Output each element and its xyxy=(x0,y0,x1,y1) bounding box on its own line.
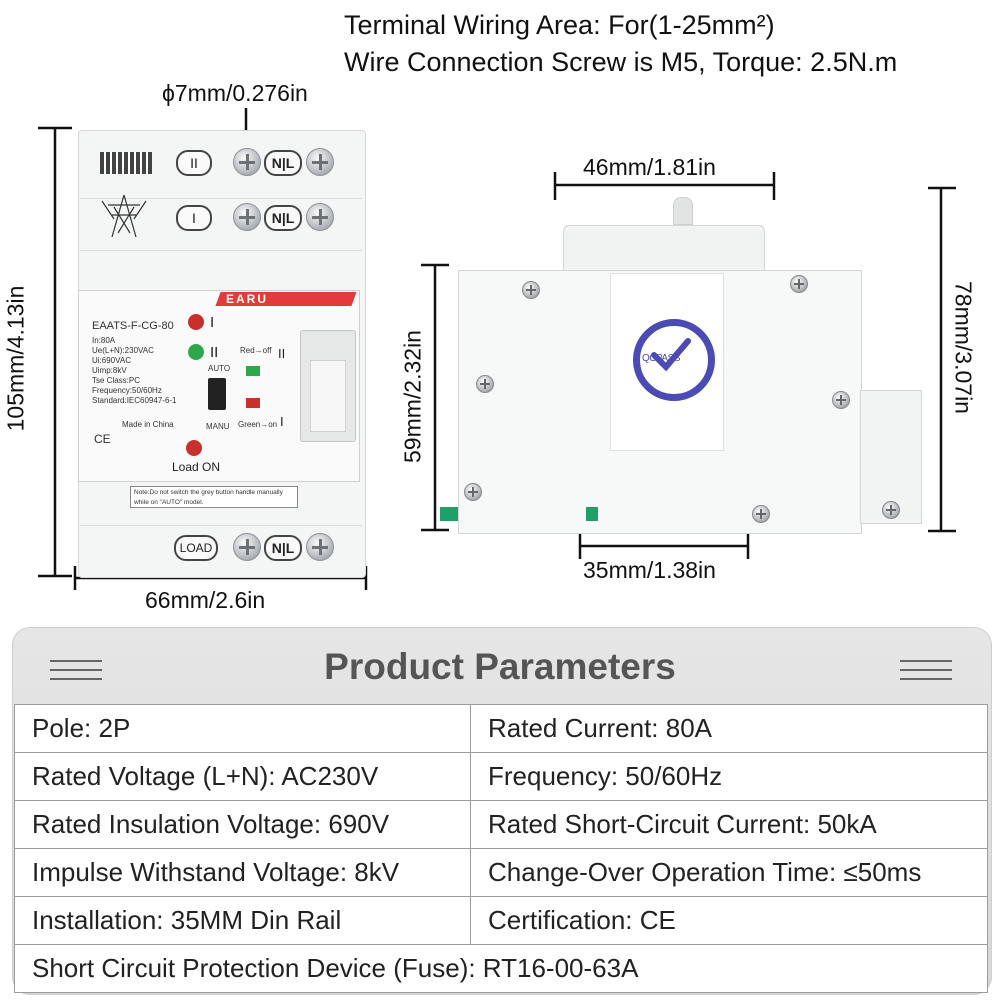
terminal-screw-icon[interactable] xyxy=(306,203,334,231)
made-in-label: Made in China xyxy=(122,420,174,429)
checkmark-icon xyxy=(651,338,691,372)
param-cell: Rated Voltage (L+N): AC230V xyxy=(14,752,471,801)
terminal-screw-icon[interactable] xyxy=(233,533,261,561)
param-cell: Rated Insulation Voltage: 690V xyxy=(14,800,471,849)
power-tower-icon xyxy=(101,194,147,238)
status-window-red xyxy=(246,398,260,408)
param-cell: Pole: 2P xyxy=(14,704,471,753)
side-screw-icon xyxy=(832,391,850,409)
parameters-title: Product Parameters xyxy=(324,646,676,687)
load-terminal-label: LOAD xyxy=(174,535,218,561)
terminal-screw-icon[interactable] xyxy=(233,148,261,176)
table-row: Rated Voltage (L+N): AC230V Frequency: 5… xyxy=(14,752,988,801)
side-top-width-label: 46mm/1.81in xyxy=(583,154,716,180)
nl-label: N|L xyxy=(264,535,302,561)
side-screw-icon xyxy=(790,275,808,293)
param-cell: Frequency: 50/60Hz xyxy=(470,752,988,801)
rail-clip-green[interactable] xyxy=(440,507,458,521)
param-cell: Rated Current: 80A xyxy=(470,704,988,753)
param-cell: Impulse Withstand Voltage: 8kV xyxy=(14,848,471,897)
side-screw-icon xyxy=(476,375,494,393)
nl-label: N|L xyxy=(264,150,302,176)
lever-top-label: II xyxy=(278,346,286,361)
warning-note: Note:Do not switch the grey button handl… xyxy=(130,486,298,508)
spec-list: In:80A Ue(L+N):230VAC Ui:690VAC Uimp:8kV… xyxy=(92,336,177,405)
brand-logo: EARU xyxy=(226,292,269,306)
side-screw-icon xyxy=(752,505,770,523)
front-height-label: 105mm/4.13in xyxy=(2,285,29,432)
menu-lines-icon xyxy=(900,660,952,680)
side-screw-icon xyxy=(882,501,900,519)
nl-label: N|L xyxy=(264,205,302,231)
side-total-height-label: 78mm/3.07in xyxy=(950,281,977,414)
red-off-label: Red→off xyxy=(240,346,272,355)
load-on-label: Load ON xyxy=(172,460,221,474)
rail-width-label: 35mm/1.38in xyxy=(583,557,716,583)
ce-mark: CE xyxy=(94,432,111,446)
table-row: Installation: 35MM Din Rail Certificatio… xyxy=(14,896,988,945)
lever-handle[interactable] xyxy=(310,360,346,432)
manu-label: MANU xyxy=(206,422,230,431)
terminal-screw-icon[interactable] xyxy=(306,533,334,561)
param-cell: Installation: 35MM Din Rail xyxy=(14,896,471,945)
screw-torque-text: Wire Connection Screw is M5, Torque: 2.5… xyxy=(344,47,898,77)
mode-switch[interactable] xyxy=(208,378,226,410)
side-top-tab xyxy=(673,197,693,225)
terminal-screw-icon[interactable] xyxy=(306,148,334,176)
param-cell: Certification: CE xyxy=(470,896,988,945)
terminal-ii-label: II xyxy=(176,150,212,176)
device-side-view: QCPASS xyxy=(440,195,923,535)
indicator-ii-light xyxy=(188,344,204,360)
parameters-table: Pole: 2P Rated Current: 80A Rated Voltag… xyxy=(14,704,988,993)
table-row: Short Circuit Protection Device (Fuse): … xyxy=(14,944,988,993)
indicator-ii-label: II xyxy=(210,344,219,361)
indicator-i-label: I xyxy=(210,314,215,331)
grid-logo-icon xyxy=(100,152,152,174)
green-on-label: Green→on xyxy=(238,420,278,429)
load-on-light xyxy=(186,440,202,456)
rail-clip-green xyxy=(586,507,598,521)
table-row: Rated Insulation Voltage: 690V Rated Sho… xyxy=(14,800,988,849)
model-label: EAATS-F-CG-80 xyxy=(92,320,174,332)
device-front-view: II I N|L N|L EARU EAATS-F-CG-80 In:80A U… xyxy=(78,130,366,578)
side-body-height-label: 59mm/2.32in xyxy=(399,330,426,463)
table-row: Pole: 2P Rated Current: 80A xyxy=(14,704,988,753)
table-row: Impulse Withstand Voltage: 8kV Change-Ov… xyxy=(14,848,988,897)
param-cell-fuse: Short Circuit Protection Device (Fuse): … xyxy=(14,944,988,993)
status-window-green xyxy=(246,366,260,376)
lever-bottom-label: I xyxy=(280,414,284,429)
param-cell: Rated Short-Circuit Current: 50kA xyxy=(470,800,988,849)
terminal-screw-icon[interactable] xyxy=(233,203,261,231)
menu-lines-icon xyxy=(50,660,102,680)
front-width-label: 66mm/2.6in xyxy=(145,587,266,613)
terminal-i-label: I xyxy=(176,205,212,231)
side-screw-icon xyxy=(464,483,482,501)
hole-diameter-label: ϕ7mm/0.276in xyxy=(162,80,308,106)
dimension-lines xyxy=(38,108,956,590)
param-cell: Change-Over Operation Time: ≤50ms xyxy=(470,848,988,897)
indicator-i-light xyxy=(188,314,204,330)
auto-label: AUTO xyxy=(208,364,231,373)
side-screw-icon xyxy=(522,281,540,299)
wiring-area-text: Terminal Wiring Area: For(1-25mm²) xyxy=(344,10,775,40)
